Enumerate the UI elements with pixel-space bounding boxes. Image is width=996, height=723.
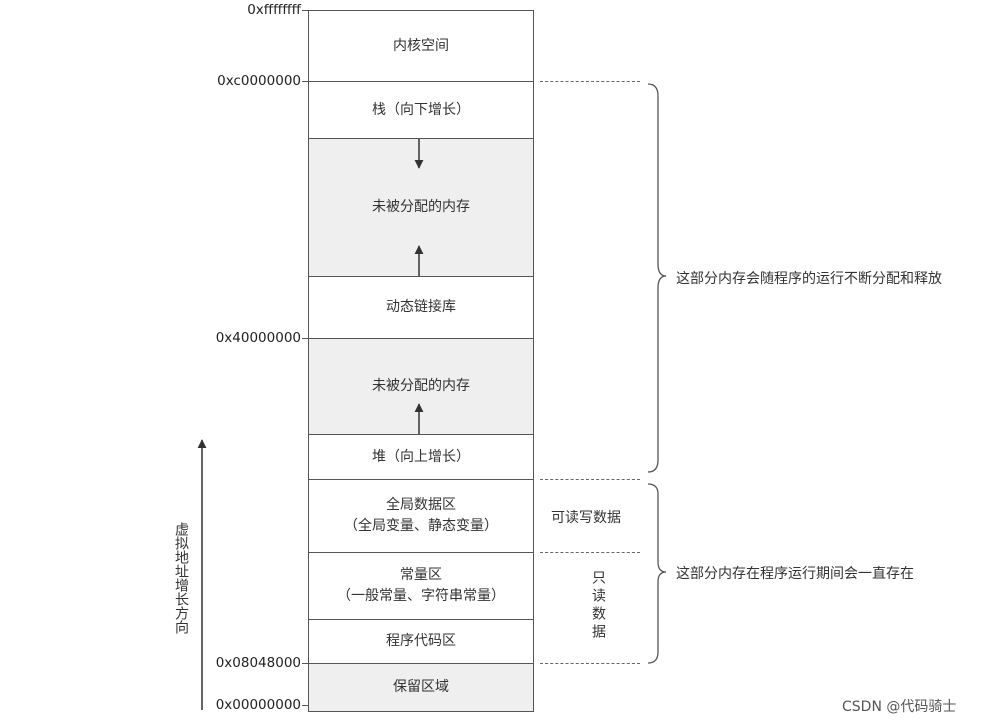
segment-const-label-line2: （一般常量、字符串常量）	[337, 588, 505, 604]
segment-shared-libs-label: 动态链接库	[386, 299, 456, 315]
segment-data-label-line2: （全局变量、静态变量）	[344, 518, 498, 534]
tick-bottom	[302, 705, 310, 706]
segment-text-label: 程序代码区	[386, 633, 456, 649]
dash-heap-boundary	[540, 479, 640, 480]
dash-rw-ro-boundary	[540, 552, 640, 553]
segment-reserved-label: 保留区域	[393, 679, 449, 695]
segment-kernel-label: 内核空间	[393, 37, 449, 54]
brace-persistent-label: 这部分内存在程序运行期间会一直存在	[676, 566, 914, 582]
tick-text-start	[302, 663, 310, 664]
segment-reserved: 保留区域	[308, 663, 534, 712]
brace-persistent	[647, 483, 667, 664]
address-text-start: 0x08048000	[215, 655, 301, 671]
segment-stack-label: 栈（向下增长）	[372, 101, 470, 118]
watermark: CSDN @代码骑士	[842, 699, 957, 715]
segment-unallocated-upper-label: 未被分配的内存	[372, 199, 470, 215]
dash-kernel-boundary	[540, 81, 640, 82]
read-only-label: 只读数据	[590, 570, 606, 642]
brace-dynamic	[647, 83, 667, 473]
tick-top	[302, 10, 310, 11]
segment-data-label-line1: 全局数据区	[386, 497, 456, 513]
tick-mmap-base	[302, 338, 310, 339]
segment-const-label-line1: 常量区	[400, 567, 442, 583]
address-kernel-start: 0xc0000000	[217, 73, 301, 89]
brace-dynamic-label: 这部分内存会随程序的运行不断分配和释放	[676, 271, 942, 287]
address-mmap-base: 0x40000000	[215, 330, 301, 346]
address-top: 0xffffffff	[247, 2, 301, 18]
tick-kernel-start	[302, 81, 310, 82]
segment-unallocated-lower-label: 未被分配的内存	[372, 378, 470, 394]
address-bottom: 0x00000000	[215, 697, 301, 713]
dash-text-boundary	[540, 663, 640, 664]
axis-label: 虚拟地址增长方向	[173, 522, 189, 634]
segment-heap-label: 堆（向上增长）	[372, 448, 470, 465]
read-write-label: 可读写数据	[551, 510, 621, 526]
